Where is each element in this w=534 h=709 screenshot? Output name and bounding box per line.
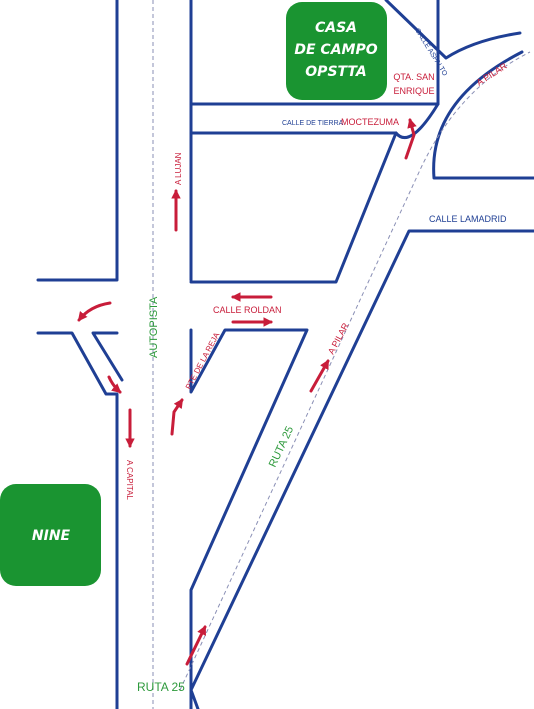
label-a-pilar-top: A PILAR [475,60,509,87]
label-calle-asfalto: CALLE ASFALTO [413,27,448,77]
label-moctezuma: MOCTEZUMA [341,117,399,127]
badge-nine[interactable]: NINE [0,484,101,586]
map-labels: CALLE ASFALTO A PILAR QTA. SAN ENRIQUE C… [125,27,509,694]
label-a-lujan: A LUJAN [174,152,183,185]
autopista-left-lower-edge [36,331,119,709]
badge-nine-shape [0,484,101,586]
ruta25-center-line [179,51,531,691]
arrow-moctezuma-icon [404,118,417,160]
arrow-a-pilar-mid-icon [309,359,330,393]
badge-casa-line1: CASA [315,20,357,36]
badge-nine-label: NINE [32,528,71,544]
label-a-capital: A CAPITAL [125,460,134,500]
calle-asfalto-right-edge [432,50,534,180]
badge-casa-shape [286,2,387,100]
autopista-left-edge [36,0,119,282]
calle-asfalto-top [384,0,522,60]
arrow-left-branch-out-icon [77,301,112,322]
road-outlines [36,0,534,709]
label-calle-roldan: CALLE ROLDAN [213,305,282,315]
badge-casa-line2: DE CAMPO [294,42,377,58]
arrow-pte-reja-icon [170,398,184,436]
calle-roldan-top-edge [189,131,398,284]
label-autopista: AUTOPISTA [148,296,160,358]
label-a-pilar-mid: A PILAR [326,321,351,356]
badge-casa-line3: OPSTTA [305,64,366,80]
calle-roldan-lower-edge [189,328,309,709]
arrow-left-branch-in-icon [107,375,122,394]
label-enrique: ENRIQUE [393,86,434,96]
badge-casa-de-campo[interactable]: CASA DE CAMPO OPSTTA [286,2,387,100]
label-qta-san: QTA. SAN [393,72,434,82]
label-calle-lamadrid: CALLE LAMADRID [429,214,507,224]
left-branch-inner [91,331,124,382]
direction-arrows [77,118,417,666]
a-pilar-diagonal-left [394,102,440,139]
ruta25-left-edge [189,229,534,709]
label-calle-de-tierra: CALLE DE TIERRA [282,120,344,127]
center-lines [152,0,531,709]
label-ruta-25-bottom: RUTA 25 [137,680,185,694]
arrow-ruta25-bottom-icon [185,625,207,666]
